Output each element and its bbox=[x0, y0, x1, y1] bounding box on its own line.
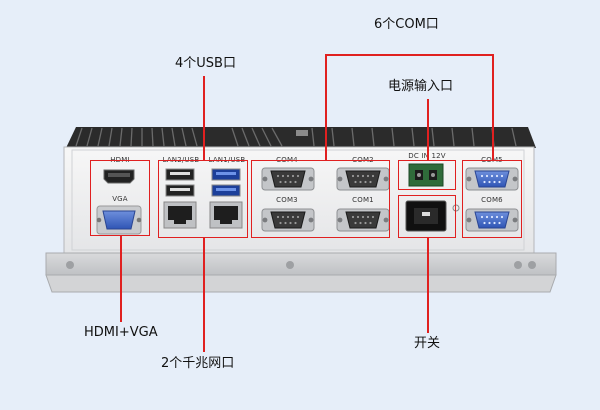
leader-hdmi-vga bbox=[120, 236, 122, 322]
com3-port bbox=[261, 208, 315, 232]
label-com6: COM6 bbox=[481, 196, 503, 204]
bezel bbox=[45, 252, 557, 276]
highlight-switch bbox=[398, 195, 456, 238]
callout-switch: 开关 bbox=[414, 336, 441, 351]
leader-power-in bbox=[427, 99, 429, 161]
label-vga: VGA bbox=[112, 195, 128, 203]
leader-lan bbox=[203, 238, 205, 352]
highlight-usb-lan bbox=[158, 160, 248, 238]
callout-hdmi-vga: HDMI+VGA bbox=[84, 325, 158, 340]
com1-port bbox=[336, 208, 390, 232]
com4-port bbox=[261, 167, 315, 191]
lan-ports bbox=[163, 201, 243, 229]
heatsink bbox=[66, 127, 536, 148]
highlight-dc-in bbox=[398, 160, 456, 190]
hdmi-port bbox=[103, 169, 135, 184]
label-com3: COM3 bbox=[276, 196, 298, 204]
highlight-com-5-6 bbox=[462, 160, 522, 238]
leader-switch bbox=[427, 238, 429, 333]
dc-in-connector bbox=[408, 163, 444, 187]
leader-com-top bbox=[325, 54, 493, 56]
highlight-hdmi-vga bbox=[90, 160, 150, 236]
callout-6-com: 6个COM口 bbox=[374, 17, 439, 32]
usb-stack-right bbox=[211, 168, 241, 197]
callout-power-input: 电源输入口 bbox=[388, 79, 454, 94]
callout-2-gigabit-lan: 2个千兆网口 bbox=[161, 356, 235, 371]
com2-port bbox=[336, 167, 390, 191]
com5-port bbox=[465, 167, 519, 191]
leader-com-left bbox=[325, 54, 327, 161]
highlight-com-1-4 bbox=[251, 160, 390, 238]
leader-com-right bbox=[492, 54, 494, 161]
label-dc-in: DC IN 12V bbox=[408, 152, 446, 160]
power-switch bbox=[405, 200, 460, 232]
callout-4-usb: 4个USB口 bbox=[175, 56, 236, 71]
usb-stack-left bbox=[165, 168, 195, 197]
vga-port bbox=[96, 205, 142, 235]
com6-port bbox=[465, 208, 519, 232]
com-ports bbox=[261, 167, 519, 232]
leader-usb bbox=[203, 76, 205, 161]
label-com1: COM1 bbox=[352, 196, 374, 204]
